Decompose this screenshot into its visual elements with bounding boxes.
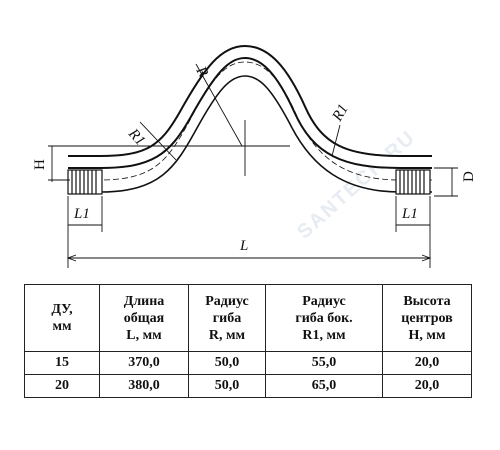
header-line: общая <box>123 310 165 326</box>
cell-du: 15 <box>24 351 100 375</box>
header-side-radius: Радиус гиба бок. R1, мм <box>265 284 383 352</box>
cell-side-radius: 65,0 <box>265 374 383 398</box>
pipe-centerline <box>68 61 432 181</box>
header-du: ДУ, мм <box>24 284 100 352</box>
label-l1-left: L1 <box>73 206 90 222</box>
header-line: Длина <box>123 293 165 309</box>
header-line: Радиус <box>302 293 346 309</box>
header-line: ДУ, <box>51 302 73 317</box>
thread-end-right <box>395 169 431 195</box>
header-line: Радиус <box>205 293 249 309</box>
h-dimension <box>48 145 70 182</box>
cell-radius: 50,0 <box>188 351 266 375</box>
header-line: мм <box>52 319 72 334</box>
header-line: гиба <box>212 310 242 326</box>
cell-length: 370,0 <box>99 351 189 375</box>
header-radius: Радиус гиба R, мм <box>188 284 266 352</box>
cell-center-height: 20,0 <box>382 351 472 375</box>
header-line: Высота <box>403 293 451 309</box>
pipe-outer-wall <box>68 44 432 169</box>
label-l: L <box>239 238 248 254</box>
table-row: 15 370,0 50,0 55,0 20,0 <box>24 351 472 375</box>
table-header-row: ДУ, мм Длина общая L, мм Радиус гиба R, … <box>24 284 472 352</box>
label-r1-right: R1 <box>329 102 352 125</box>
radius-leaders <box>139 63 341 161</box>
label-d: D <box>461 171 477 182</box>
header-line: L, мм <box>126 327 162 343</box>
header-center-height: Высота центров H, мм <box>382 284 472 352</box>
l-dimension <box>66 254 432 262</box>
label-r1-left: R1 <box>124 125 148 149</box>
spec-table: ДУ, мм Длина общая L, мм Радиус гиба R, … <box>24 284 472 398</box>
thread-end-left <box>67 169 103 195</box>
cell-center-height: 20,0 <box>382 374 472 398</box>
cell-du: 20 <box>24 374 100 398</box>
center-crosshair <box>52 120 290 176</box>
d-dimension <box>434 167 458 197</box>
header-line: R1, мм <box>302 327 346 343</box>
pipe-bypass-drawing: SANTECH.RU <box>32 44 477 268</box>
cell-side-radius: 55,0 <box>265 351 383 375</box>
label-h: H <box>32 159 48 170</box>
table-row: 20 380,0 50,0 65,0 20,0 <box>24 374 472 398</box>
header-line: R, мм <box>208 327 246 343</box>
header-line: центров <box>401 310 453 326</box>
header-length: Длина общая L, мм <box>99 284 189 352</box>
cell-length: 380,0 <box>99 374 189 398</box>
pipe-inner-bore <box>68 46 432 167</box>
label-l1-right: L1 <box>401 206 418 222</box>
header-line: гиба бок. <box>295 310 353 326</box>
pipe-inner-wall <box>68 75 432 193</box>
l1-right-dimension <box>395 196 431 268</box>
cell-radius: 50,0 <box>188 374 266 398</box>
l1-left-dimension <box>67 196 103 268</box>
header-line: H, мм <box>408 327 446 343</box>
